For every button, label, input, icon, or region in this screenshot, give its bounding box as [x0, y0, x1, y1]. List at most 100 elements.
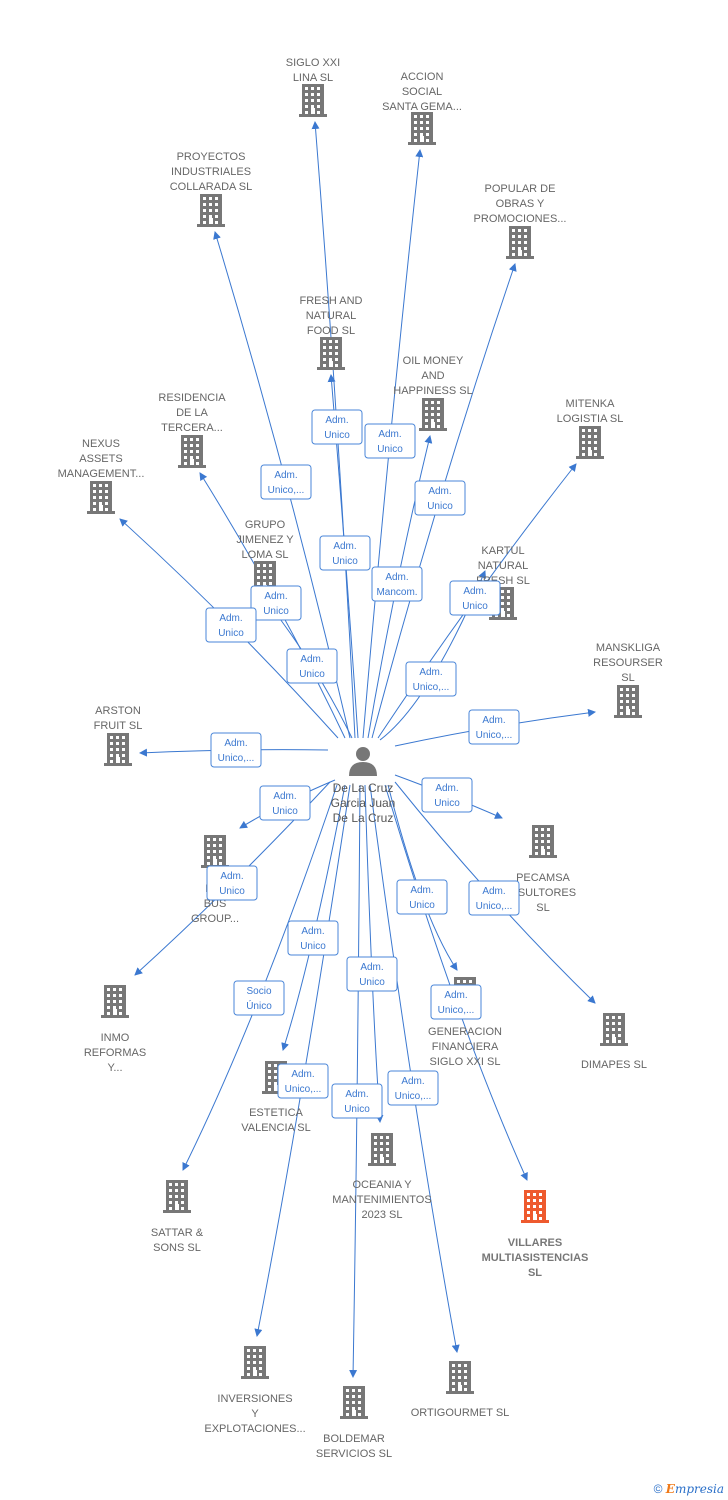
role-badge[interactable]: Adm.Unico [364, 423, 416, 459]
company-label: SATTAR &SONS SL [151, 1227, 204, 1254]
company-label-line: ORTIGOURMET SL [411, 1407, 510, 1419]
company-label-line: SONS SL [153, 1242, 201, 1254]
building-icon [101, 985, 129, 1018]
role-badge[interactable]: Adm.Unico [206, 865, 258, 901]
company-label-line: ESTETICA [249, 1107, 303, 1119]
brand-logo: Empresia [665, 1482, 724, 1496]
role-badge[interactable]: Adm.Unico [311, 409, 363, 445]
role-text: Adm. [224, 738, 247, 749]
role-badge[interactable]: Adm. Unico [205, 607, 257, 643]
company-label-line: SL [621, 672, 634, 684]
edge-ortigourmet [369, 784, 460, 1353]
company-label-line: OCEANIA Y [352, 1179, 412, 1191]
role-badge[interactable]: Adm.Unico [449, 580, 501, 616]
role-badge[interactable]: Adm.Unico [331, 1083, 383, 1119]
role-badge[interactable]: Adm.Unico [319, 535, 371, 571]
role-badge[interactable]: Adm.Unico,... [468, 709, 520, 745]
company-label-line: MANAGEMENT... [58, 468, 145, 480]
building-icon [529, 825, 557, 858]
role-text: Unico [218, 628, 244, 639]
building-icon [241, 1346, 269, 1379]
role-badge[interactable]: Adm.Unico [286, 648, 338, 684]
role-badge[interactable]: Adm.Unico [250, 585, 302, 621]
role-badge[interactable]: Adm.Unico [346, 956, 398, 992]
building-icon [614, 685, 642, 718]
role-text: Unico,... [476, 730, 513, 741]
role-badge[interactable]: Adm.Unico [287, 920, 339, 956]
footer-brand[interactable]: © Empresia [654, 1482, 724, 1496]
role-badge[interactable]: Adm.Unico,... [430, 984, 482, 1020]
role-badge[interactable]: Adm.Unico [396, 879, 448, 915]
company-label-line: NEXUS [82, 438, 120, 450]
role-badge[interactable]: Adm.Unico,... [260, 464, 312, 500]
role-badge[interactable]: Adm.Unico,... [277, 1063, 329, 1099]
role-text: Adm. [274, 470, 297, 481]
role-badge[interactable]: Adm.Mancom. [371, 566, 423, 602]
role-badge[interactable]: Adm.Unico,... [405, 661, 457, 697]
company-node-dimapes[interactable]: DIMAPES SL [581, 1013, 647, 1071]
company-label-line: RESOURSER [593, 657, 663, 669]
company-label-line: JIMENEZ Y [236, 534, 294, 546]
building-icon [201, 835, 229, 868]
company-label-line: DIMAPES SL [581, 1059, 647, 1071]
role-text: Adm. [300, 654, 323, 665]
company-node-ortigourmet[interactable]: ORTIGOURMET SL [411, 1361, 510, 1419]
company-label-line: OIL MONEY [403, 355, 464, 367]
role-badge[interactable]: Adm.Unico [414, 480, 466, 516]
edge-boldemar [349, 784, 361, 1378]
company-label-line: SERVICIOS SL [316, 1448, 392, 1460]
role-text: Adm. [219, 613, 242, 624]
role-text: Adm. [220, 871, 243, 882]
company-node-sattar-sons[interactable]: SATTAR &SONS SL [151, 1180, 204, 1254]
company-label-line: Y [251, 1408, 259, 1420]
company-label-line: MANTENIMIENTOS [332, 1194, 431, 1206]
role-badge[interactable]: Adm.Unico,... [387, 1070, 439, 1106]
building-icon [299, 84, 327, 117]
role-text: Unico [409, 900, 435, 911]
role-text: Unico,... [438, 1005, 475, 1016]
company-label-line: BUS [204, 898, 227, 910]
role-badge[interactable]: Adm.Unico [421, 777, 473, 813]
role-text: Unico,... [218, 753, 255, 764]
role-text: Unico,... [413, 682, 450, 693]
company-label-line: DE LA [176, 407, 208, 419]
role-text: Unico [359, 977, 385, 988]
edge-inversiones [254, 784, 351, 1337]
role-badge[interactable]: Adm.Unico,... [468, 880, 520, 916]
company-label-line: VALENCIA SL [241, 1122, 311, 1134]
company-label-line: NSULTORES [510, 887, 576, 899]
building-icon [419, 398, 447, 431]
company-label-line: ARSTON [95, 705, 141, 717]
company-label-line: PECAMSA [516, 872, 570, 884]
role-badge[interactable]: Adm. Unico,... [210, 732, 262, 768]
building-icon [521, 1190, 549, 1223]
role-badge[interactable]: Adm.Unico [259, 785, 311, 821]
